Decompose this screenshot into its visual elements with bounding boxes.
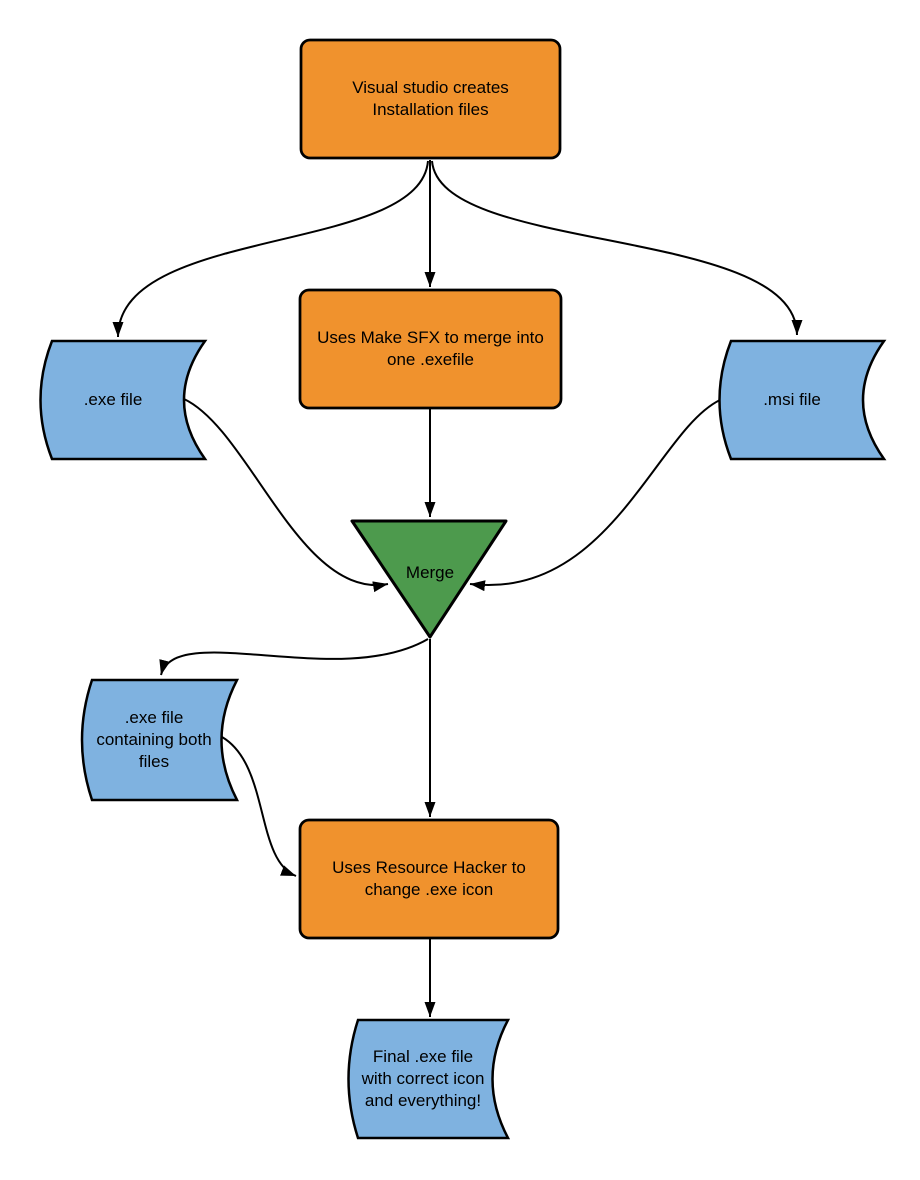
node-msi-file-shape <box>718 339 887 461</box>
edge-exe-file-to-merge <box>183 398 389 593</box>
node-visual-studio-shape <box>299 38 562 160</box>
edge-merge-to-exe-both <box>159 638 429 676</box>
edge-visual-studio-to-msi-file <box>431 160 803 336</box>
node-exe-both-shape <box>80 678 240 802</box>
node-final-exe-shape <box>347 1018 511 1140</box>
edge-visual-studio-to-exe-file <box>112 160 429 338</box>
edge-exe-both-to-resource-hacker <box>221 736 297 877</box>
node-merge-shape <box>350 519 508 639</box>
node-exe-file-shape <box>39 339 208 461</box>
edge-msi-file-to-merge <box>469 399 721 592</box>
node-resource-hacker-shape <box>298 818 560 940</box>
node-make-sfx-shape <box>298 288 563 410</box>
